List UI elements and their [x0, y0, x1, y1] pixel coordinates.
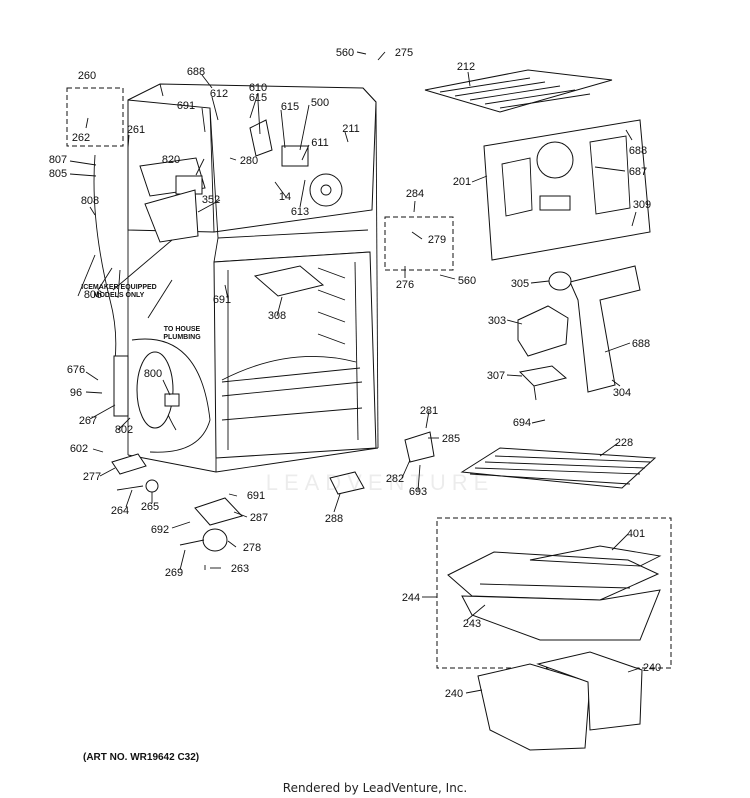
label-308: 308	[268, 310, 286, 322]
label-691-mid: 691	[213, 294, 231, 306]
valve-box-279	[384, 216, 454, 271]
label-211: 211	[342, 123, 360, 135]
label-688-cover: 688	[629, 145, 647, 157]
housing-307	[518, 365, 568, 401]
label-276: 276	[396, 279, 414, 291]
label-560-top: 560	[336, 47, 354, 59]
label-612: 612	[210, 88, 228, 100]
label-278: 278	[243, 542, 261, 554]
label-687: 687	[629, 166, 647, 178]
label-14: 14	[279, 191, 291, 203]
label-228: 228	[615, 437, 633, 449]
label-615-b: 615	[281, 101, 299, 113]
leader-lines	[69, 51, 641, 694]
art-number: (ART NO. WR19642 C32)	[83, 752, 200, 763]
label-693: 693	[409, 486, 427, 498]
damper-303	[517, 305, 569, 357]
duct-304	[548, 265, 641, 393]
label-282: 282	[386, 473, 404, 485]
label-806: 806	[84, 289, 102, 301]
label-305: 305	[511, 278, 529, 290]
crisper-cover-assembly	[447, 545, 662, 641]
label-691-top: 691	[177, 100, 195, 112]
label-277: 277	[83, 471, 101, 483]
shelf-212	[424, 69, 613, 113]
shelf-308	[253, 265, 325, 297]
plumbing-note-line1: TO HOUSE	[164, 326, 201, 333]
label-281: 281	[420, 405, 438, 417]
label-307: 307	[487, 370, 505, 382]
label-304: 304	[613, 387, 631, 399]
label-610: 610	[249, 82, 267, 94]
label-602: 602	[70, 443, 88, 455]
label-96: 96	[70, 387, 82, 399]
label-613: 613	[291, 206, 309, 218]
icemaker-note-line2: MODELS ONLY	[94, 292, 145, 299]
label-262: 262	[72, 132, 90, 144]
label-212: 212	[457, 61, 475, 73]
label-269: 269	[165, 567, 183, 579]
label-615-a: 615	[249, 92, 267, 104]
label-820: 820	[162, 154, 180, 166]
label-808: 808	[81, 195, 99, 207]
label-263: 263	[231, 563, 249, 575]
icemaker-820	[139, 157, 206, 197]
label-265: 265	[141, 501, 159, 513]
cover-201	[483, 119, 651, 261]
label-243: 243	[463, 618, 481, 630]
label-309: 309	[633, 199, 651, 211]
label-261: 261	[127, 124, 145, 136]
bottom-parts	[111, 431, 435, 570]
label-285: 285	[442, 433, 460, 445]
shelf-228	[460, 447, 657, 489]
label-800: 800	[144, 368, 162, 380]
label-691-bottom: 691	[247, 490, 265, 502]
plumbing-note-line2: PLUMBING	[163, 334, 201, 341]
label-807: 807	[49, 154, 67, 166]
icemaker-fill-box	[66, 87, 124, 147]
watermark: LEADVENTURE	[265, 470, 495, 495]
label-694: 694	[513, 417, 531, 429]
label-805: 805	[49, 168, 67, 180]
label-303: 303	[488, 315, 506, 327]
label-279: 279	[428, 234, 446, 246]
credit-line: Rendered by LeadVenture, Inc.	[282, 781, 468, 795]
label-560-valve: 560	[458, 275, 476, 287]
label-201: 201	[453, 176, 471, 188]
crisper-pans	[477, 651, 643, 751]
part-labels: 560 275 212 260 262 261 807 805 688 612 …	[49, 47, 661, 700]
icemaker-note-line1: ICEMAKER EQUIPPED	[81, 284, 156, 291]
label-500: 500	[311, 97, 329, 109]
evaporator-fan-group	[249, 119, 343, 207]
label-275: 275	[395, 47, 413, 59]
label-688-top: 688	[187, 66, 205, 78]
label-240-right: 240	[643, 662, 661, 674]
label-288: 288	[325, 513, 343, 525]
label-611: 611	[311, 137, 329, 149]
label-676: 676	[67, 364, 85, 376]
label-267: 267	[79, 415, 97, 427]
label-264: 264	[111, 505, 129, 517]
label-244: 244	[402, 592, 420, 604]
label-260: 260	[78, 70, 96, 82]
label-692: 692	[151, 524, 169, 536]
label-352: 352	[202, 194, 220, 206]
fill-tube-assembly	[93, 154, 180, 431]
bucket-352	[144, 189, 199, 243]
label-287: 287	[250, 512, 268, 524]
label-401: 401	[627, 528, 645, 540]
label-688-duct: 688	[632, 338, 650, 350]
label-802: 802	[115, 424, 133, 436]
label-240-left: 240	[445, 688, 463, 700]
label-280: 280	[240, 155, 258, 167]
label-284: 284	[406, 188, 424, 200]
